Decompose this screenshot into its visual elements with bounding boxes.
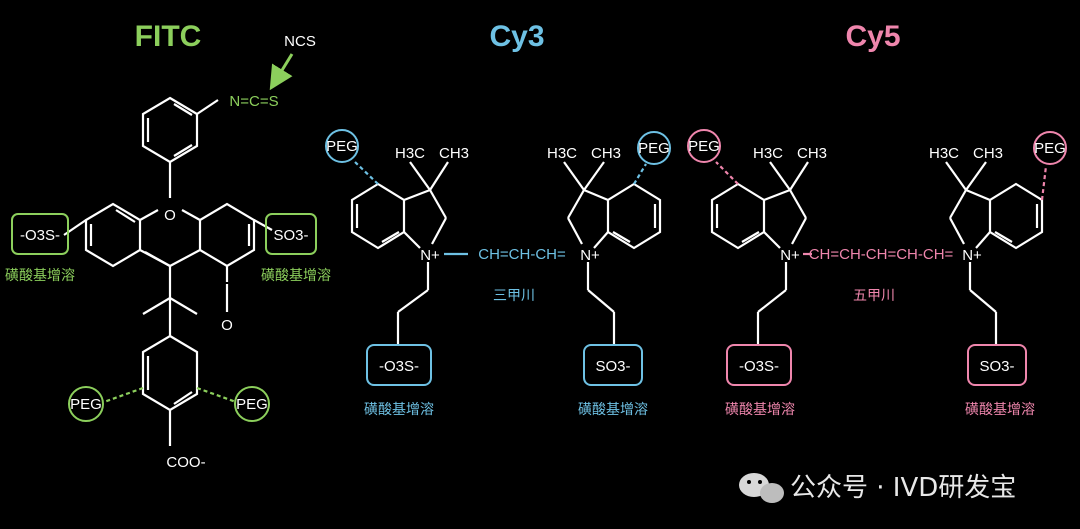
cy3-peg-right-circle xyxy=(637,131,671,165)
bottom-phenyl-ring xyxy=(141,298,199,446)
cy3-bridge-label: 三甲川 xyxy=(493,288,535,304)
cy5-n-right: N+ xyxy=(962,247,982,264)
cy5-methyl-right: H3C xyxy=(929,145,959,162)
cy5-peg-left-link xyxy=(715,161,739,185)
fitc-peg-left: PEG xyxy=(70,396,102,413)
ncs-label: NCS xyxy=(284,33,316,50)
carboxylate-group: COO- xyxy=(166,454,205,471)
cy3-title: Cy3 xyxy=(489,20,544,53)
fitc-peg-links xyxy=(103,386,237,404)
top-phenyl-ring xyxy=(141,96,219,198)
cy3-right-sulfo: SO3- xyxy=(595,358,630,375)
cy3-methyl-right: H3C xyxy=(547,145,577,162)
fitc-peg-right-circle xyxy=(234,386,270,422)
cy5-methyl-left-2: CH3 xyxy=(797,145,827,162)
fitc-right-sulfo-box xyxy=(265,213,317,255)
watermark-text: 公众号 · IVD研发宝 xyxy=(790,473,1016,503)
cy3-methine-chain: CH=CH-CH= xyxy=(478,246,566,263)
watermark: 公众号 · IVD研发宝 xyxy=(739,473,1016,503)
cy5-methyl-left: H3C xyxy=(753,145,783,162)
cy5-methyl-right-2: CH3 xyxy=(973,145,1003,162)
cy5-left-caption: 磺酸基增溶 xyxy=(725,401,795,418)
cy3-methyl-left: H3C xyxy=(395,145,425,162)
cy5-peg-right-link xyxy=(1040,165,1048,201)
xanthene-core xyxy=(63,202,273,315)
cy3-peg-left-link xyxy=(354,161,379,185)
fitc-left-sulfo: -O3S- xyxy=(20,227,60,244)
fitc-right-caption: 磺酸基增溶 xyxy=(261,267,331,284)
fitc-left-sulfo-box xyxy=(11,213,69,255)
cy5-peg-left-circle xyxy=(687,129,721,163)
fitc-peg-left-circle xyxy=(68,386,104,422)
cy5-right-indole xyxy=(945,161,1044,345)
cy3-right-sulfo-box xyxy=(583,344,643,386)
cy3-right-caption: 磺酸基增溶 xyxy=(578,401,648,418)
ncs-arrow xyxy=(269,53,294,91)
fitc-structure: FITC NCS N=C=S xyxy=(5,20,331,471)
cy5-right-sulfo-box xyxy=(967,344,1027,386)
cy3-methyl-right-2: CH3 xyxy=(591,145,621,162)
oxygen-bridge: O xyxy=(164,207,176,224)
isothiocyanate-group: N=C=S xyxy=(229,93,278,110)
cy3-peg-left-circle xyxy=(325,129,359,163)
cy5-methine-chain: CH=CH-CH=CH-CH= xyxy=(809,246,954,263)
fitc-left-caption: 磺酸基增溶 xyxy=(5,267,75,284)
cy3-right-indole xyxy=(563,161,662,345)
cy5-n-left: N+ xyxy=(780,247,800,264)
cy3-structure: Cy3 PEG H3C CH3 N+ CH=CH-CH= 三甲川 xyxy=(325,20,671,418)
cy3-peg-left: PEG xyxy=(326,138,358,155)
cy5-peg-right: PEG xyxy=(1034,140,1066,157)
fitc-title: FITC xyxy=(135,20,202,53)
cy5-peg-right-circle xyxy=(1033,131,1067,165)
cy5-left-indole xyxy=(710,161,809,345)
wechat-icon xyxy=(739,473,784,503)
cy5-right-sulfo: SO3- xyxy=(979,358,1014,375)
cy3-peg-right: PEG xyxy=(638,140,670,157)
cy5-bridge-label: 五甲川 xyxy=(853,288,895,304)
carbonyl-oxygen: O xyxy=(221,317,233,334)
cy3-left-sulfo-box xyxy=(366,344,432,386)
cy3-peg-right-link xyxy=(633,163,647,185)
cy3-left-caption: 磺酸基增溶 xyxy=(364,401,434,418)
cy3-n-right: N+ xyxy=(580,247,600,264)
cy5-left-sulfo: -O3S- xyxy=(739,358,779,375)
cy5-right-caption: 磺酸基增溶 xyxy=(965,401,1035,418)
cy3-left-sulfo: -O3S- xyxy=(379,358,419,375)
cy3-methyl-left-2: CH3 xyxy=(439,145,469,162)
cy5-structure: Cy5 PEG H3C CH3 N+ CH=CH-CH=CH-CH= 五甲川 xyxy=(687,20,1067,418)
cy5-left-sulfo-box xyxy=(726,344,792,386)
cy5-peg-left: PEG xyxy=(688,138,720,155)
fitc-peg-right: PEG xyxy=(236,396,268,413)
cy5-title: Cy5 xyxy=(845,20,900,53)
cy3-left-indole xyxy=(350,161,449,345)
fitc-right-sulfo: SO3- xyxy=(273,227,308,244)
cy3-n-left: N+ xyxy=(420,247,440,264)
